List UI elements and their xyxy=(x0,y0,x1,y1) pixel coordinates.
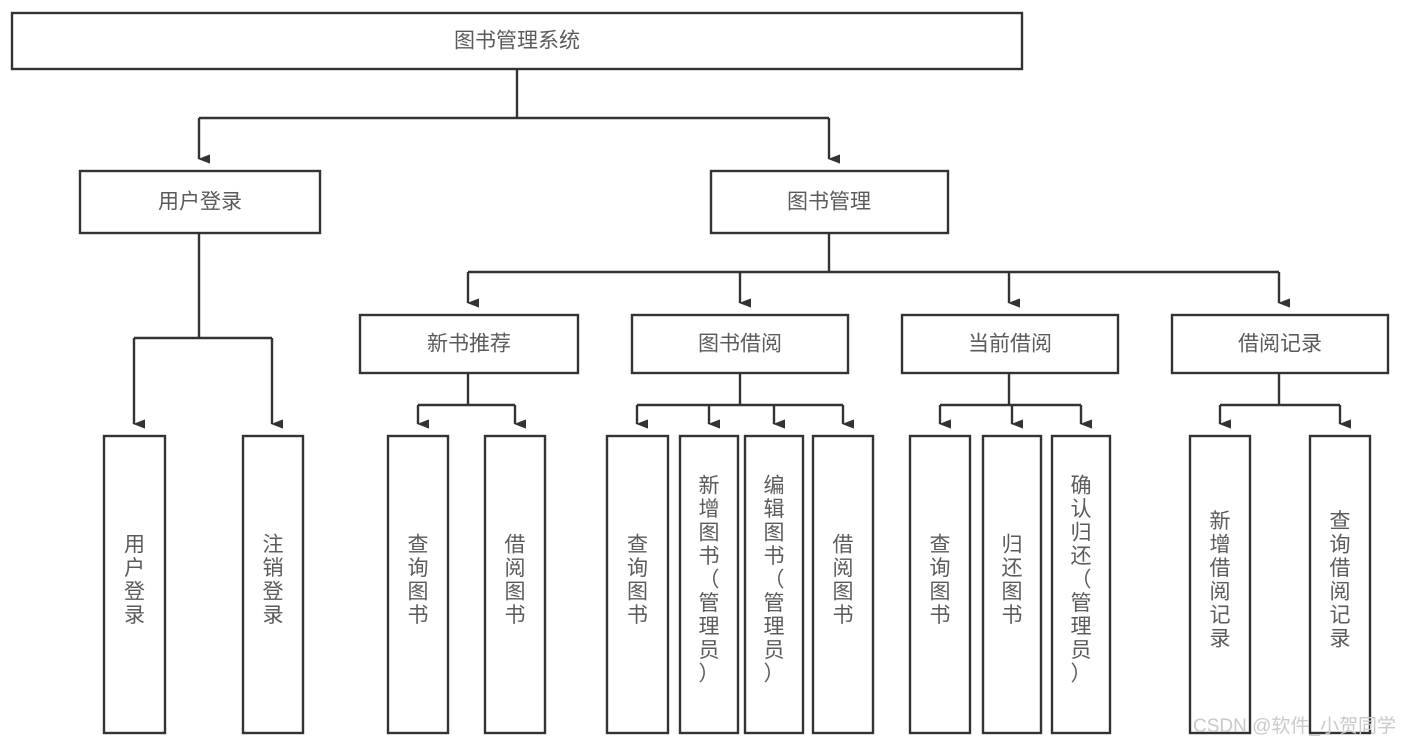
node-new-book-rec[interactable]: 新书推荐 xyxy=(358,313,580,375)
leaf-node[interactable]: 归还图书 xyxy=(981,434,1043,735)
leaf-node[interactable]: 确认归还（管理员） xyxy=(1050,434,1112,735)
node-current-borrow-box[interactable] xyxy=(900,313,1120,375)
node-root-label: 图书管理系统 xyxy=(454,30,580,53)
leaf-node-label: 查询图书 xyxy=(627,533,648,627)
leaf-node[interactable]: 查询借阅记录 xyxy=(1308,434,1372,735)
leaf-node-label: 新增借阅记录 xyxy=(1210,510,1231,651)
leaf-node[interactable]: 新增借阅记录 xyxy=(1188,434,1252,735)
node-user-login-box[interactable] xyxy=(78,169,322,235)
connector-layer xyxy=(132,69,1351,429)
leaf-node-box[interactable] xyxy=(1050,434,1112,735)
leaf-node-label: 注销登录 xyxy=(263,533,284,627)
node-borrow-record[interactable]: 借阅记录 xyxy=(1170,313,1390,375)
leaf-node-label: 查询图书 xyxy=(408,533,429,627)
leaf-node-box[interactable] xyxy=(811,434,875,735)
node-current-borrow-label: 当前借阅 xyxy=(968,333,1052,356)
node-book-borrow-box[interactable] xyxy=(630,313,850,375)
node-new-book-rec-label: 新书推荐 xyxy=(427,333,511,356)
leaf-node[interactable]: 编辑图书（管理员） xyxy=(743,434,805,735)
leaf-node[interactable]: 用户登录 xyxy=(102,434,167,735)
leaf-node-box[interactable] xyxy=(483,434,547,735)
leaf-node-label: 查询图书 xyxy=(930,533,951,627)
node-book-borrow-label: 图书借阅 xyxy=(698,333,782,356)
node-current-borrow[interactable]: 当前借阅 xyxy=(900,313,1120,375)
leaf-node-box[interactable] xyxy=(981,434,1043,735)
leaf-node-label: 编辑图书（管理员） xyxy=(764,475,785,686)
node-borrow-record-box[interactable] xyxy=(1170,313,1390,375)
leaf-node-box[interactable] xyxy=(605,434,670,735)
leaf-node-label: 确认归还（管理员） xyxy=(1071,475,1092,686)
leaf-node-label: 借阅图书 xyxy=(505,533,526,627)
node-book-manage-label: 图书管理 xyxy=(787,191,871,214)
leaf-node[interactable]: 查询图书 xyxy=(605,434,670,735)
leaf-node[interactable]: 注销登录 xyxy=(241,434,305,735)
csdn-watermark: CSDN @软件_小贺同学 xyxy=(1193,715,1396,737)
leaf-node-label: 新增图书（管理员） xyxy=(699,475,720,686)
node-root-box[interactable] xyxy=(10,11,1024,71)
leaf-node-label: 借阅图书 xyxy=(833,533,854,627)
leaf-node-box[interactable] xyxy=(1308,434,1372,735)
leaf-node-box[interactable] xyxy=(908,434,972,735)
leaf-node[interactable]: 查询图书 xyxy=(386,434,450,735)
leaf-node-box[interactable] xyxy=(678,434,740,735)
node-book-borrow[interactable]: 图书借阅 xyxy=(630,313,850,375)
leaf-node[interactable]: 查询图书 xyxy=(908,434,972,735)
leaf-node[interactable]: 新增图书（管理员） xyxy=(678,434,740,735)
leaf-node-layer: 用户登录 注销登录 查询图书 借阅图书 查询图书 新增图书（管理员） 编辑图书（管理员） 借阅… xyxy=(102,434,1372,735)
leaf-node[interactable]: 借阅图书 xyxy=(483,434,547,735)
leaf-node-label: 用户登录 xyxy=(124,533,145,627)
leaf-node-box[interactable] xyxy=(386,434,450,735)
node-root[interactable]: 图书管理系统 xyxy=(10,11,1024,71)
leaf-node-box[interactable] xyxy=(241,434,305,735)
node-book-manage[interactable]: 图书管理 xyxy=(709,169,950,235)
leaf-node-box[interactable] xyxy=(743,434,805,735)
node-book-manage-box[interactable] xyxy=(709,169,950,235)
node-user-login-label: 用户登录 xyxy=(158,191,242,214)
leaf-node-box[interactable] xyxy=(102,434,167,735)
leaf-node-label: 归还图书 xyxy=(1002,533,1023,627)
leaf-node[interactable]: 借阅图书 xyxy=(811,434,875,735)
leaf-node-label: 查询借阅记录 xyxy=(1330,510,1351,651)
leaf-node-box[interactable] xyxy=(1188,434,1252,735)
node-user-login[interactable]: 用户登录 xyxy=(78,169,322,235)
node-new-book-rec-box[interactable] xyxy=(358,313,580,375)
node-borrow-record-label: 借阅记录 xyxy=(1238,333,1322,356)
